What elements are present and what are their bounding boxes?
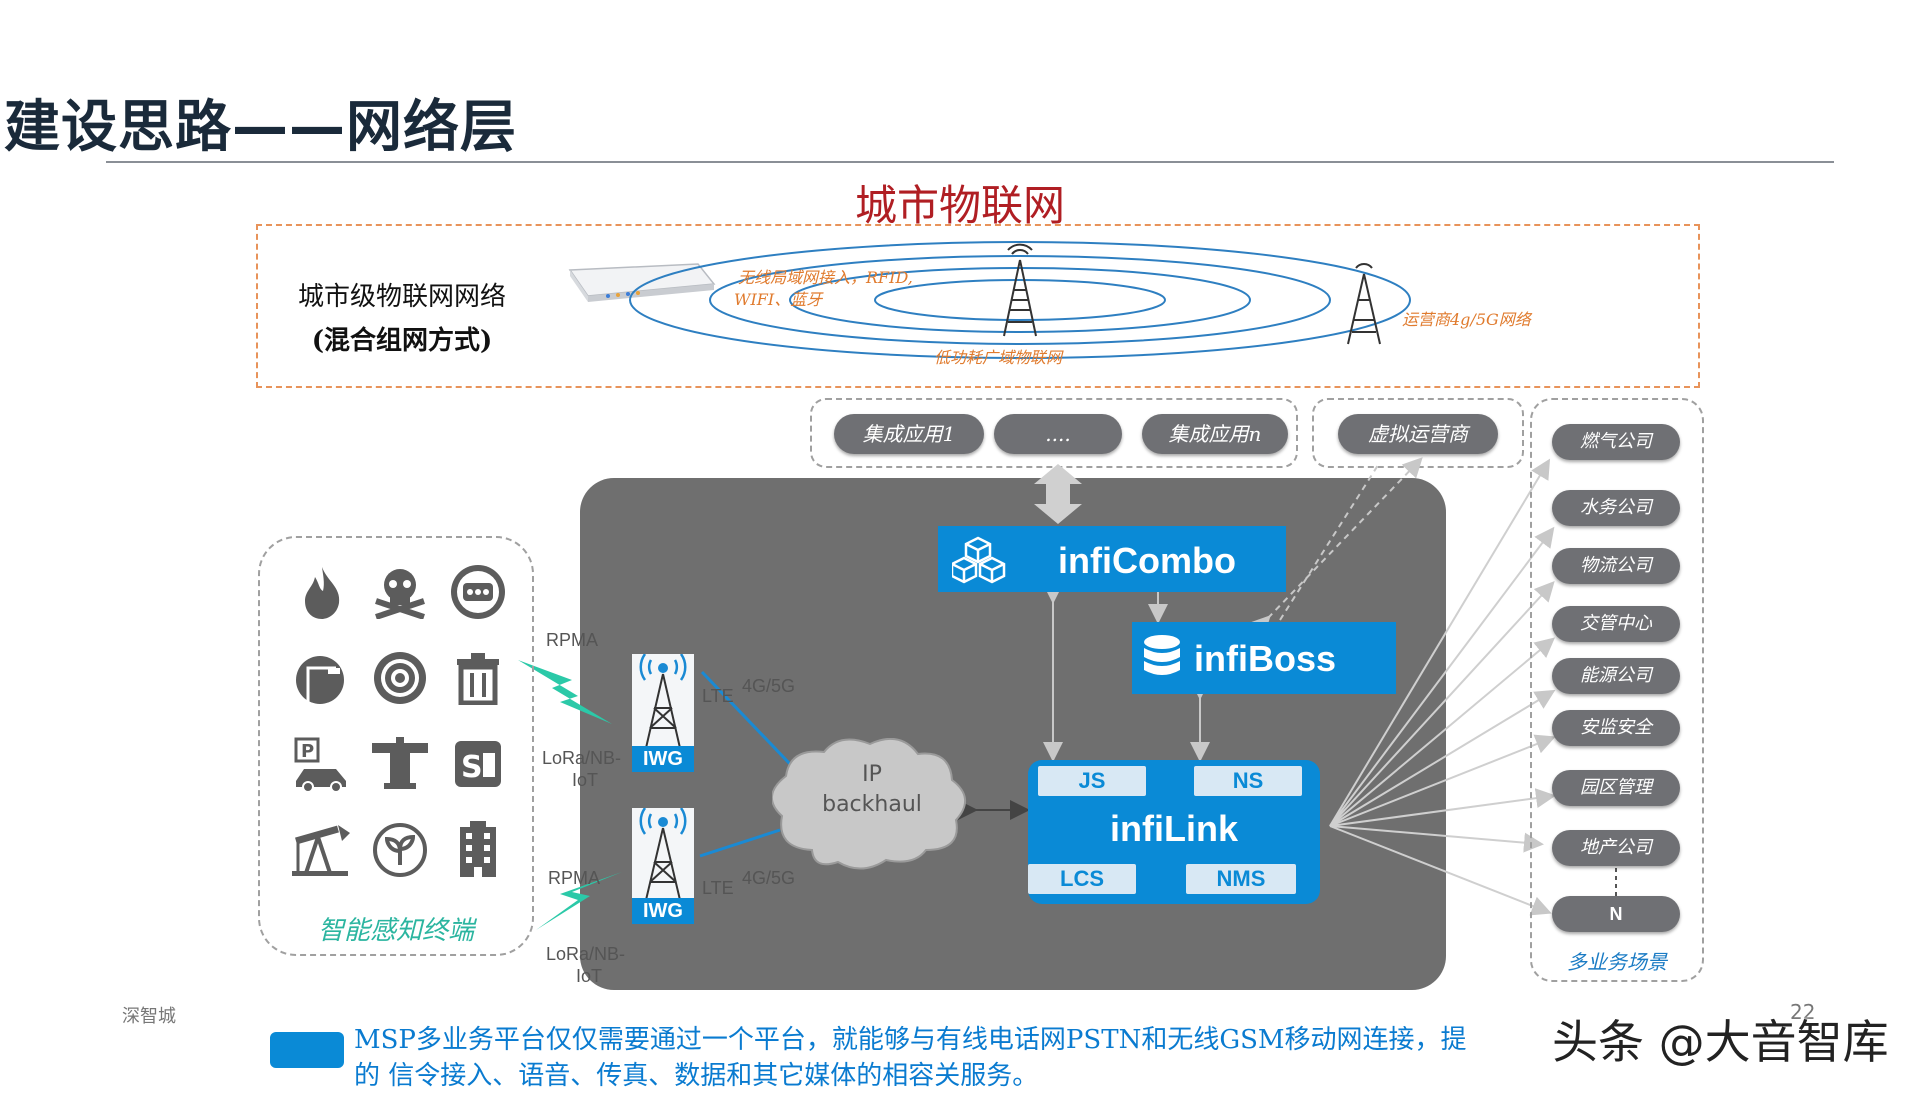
wireless-coverage-diagram [629, 241, 1411, 359]
nms-module[interactable]: NMS [1186, 864, 1296, 894]
iot-section-title: 城市物联网 [854, 181, 1065, 230]
js-module[interactable]: JS [1038, 766, 1146, 796]
footer-text-line1: MSP多业务平台仅仅需要通过一个平台，就能够与有线电话网PSTN和无线GSM移动… [354, 1025, 1467, 1055]
scenario-safety[interactable]: 安监安全 [1552, 710, 1680, 746]
scenario-gas[interactable]: 燃气公司 [1552, 424, 1680, 460]
watermark: 头条 @大音智库 [1552, 1015, 1889, 1069]
database-icon [1144, 635, 1180, 675]
integration-app-ellipsis[interactable]: .... [994, 414, 1122, 454]
scenario-traffic[interactable]: 交管中心 [1552, 606, 1680, 642]
brand-label: 深智城 [122, 1006, 176, 1027]
scenarios-label: 多业务场景 [1567, 950, 1667, 974]
gateway-2-rpma: RPMA [548, 868, 601, 888]
integration-app-1[interactable]: 集成应用1 [834, 414, 984, 454]
infilink-label: infiLink [1110, 808, 1238, 849]
inficombo-box[interactable]: infiCombo [938, 526, 1286, 592]
scenario-park[interactable]: 园区管理 [1552, 770, 1680, 806]
scenario-energy[interactable]: 能源公司 [1552, 658, 1680, 694]
gateway-1-band: 4G/5G [742, 676, 796, 696]
oil-pump-icon [290, 818, 354, 882]
virtual-operator-pill[interactable]: 虚拟运营商 [1338, 414, 1498, 454]
infiboss-box[interactable]: infiBoss [1132, 622, 1396, 694]
street-lamp-icon [290, 646, 354, 710]
parking-icon: P [290, 732, 354, 796]
manhole-icon: S [446, 732, 510, 796]
wlan-label-line2: WIFI、蓝牙 [734, 290, 823, 309]
building-icon [446, 818, 510, 882]
hazard-skull-icon [368, 560, 432, 624]
gateway-1-lte: LTE [702, 686, 734, 706]
trash-bin-icon [446, 646, 510, 710]
gateway-1-rpma: RPMA [546, 630, 599, 650]
terminal-icon-grid: P S [290, 560, 510, 890]
scenario-n[interactable]: N [1552, 896, 1680, 932]
backhaul-line1: IP [862, 762, 882, 787]
gateway-2-band: 4G/5G [742, 868, 796, 888]
svg-text:P: P [301, 741, 314, 762]
gateway-1-tower-icon [632, 654, 694, 754]
meter-icon [446, 560, 510, 624]
gateway-2-lora-line1: LoRa/NB- [546, 944, 626, 964]
wlan-label-line1: 无线局域网接入，RFID, [738, 268, 913, 287]
backhaul-line2: backhaul [822, 792, 922, 817]
lcs-module[interactable]: LCS [1028, 864, 1136, 894]
infiboss-label: infiBoss [1194, 638, 1337, 679]
footer-accent-box [270, 1032, 344, 1068]
gateway-2-label[interactable]: IWG [632, 898, 694, 924]
agriculture-icon [368, 818, 432, 882]
gateway-1-label[interactable]: IWG [632, 746, 694, 772]
inficombo-label: infiCombo [1058, 540, 1236, 581]
integration-app-n[interactable]: 集成应用n [1142, 414, 1288, 454]
iot-network-box [256, 224, 1700, 388]
svg-text:S: S [461, 750, 483, 785]
fire-icon [290, 560, 354, 624]
ns-module[interactable]: NS [1194, 766, 1302, 796]
infilink-box[interactable]: JS NS infiLink LCS NMS [1028, 760, 1320, 904]
hydrant-icon [368, 732, 432, 796]
network-label-line1: 城市级物联网网络 [297, 282, 506, 312]
cubes-icon [952, 536, 1006, 584]
gateway-2-lora-line2: IoT [576, 966, 603, 986]
gateway-1-lora-line2: IoT [572, 770, 599, 790]
ip-backhaul-cloud [772, 738, 966, 870]
operator-network-label: 运营商4g/5G网络 [1402, 310, 1531, 329]
page-number: 22 [1790, 1000, 1816, 1024]
gateway-2-lte: LTE [702, 878, 734, 898]
scenario-water[interactable]: 水务公司 [1552, 490, 1680, 526]
gateway-1-lora-line1: LoRa/NB- [542, 748, 622, 768]
scenario-realestate[interactable]: 地产公司 [1552, 830, 1680, 866]
integration-apps-group [810, 398, 1298, 468]
lpwan-label: 低功耗广域物联网 [934, 348, 1063, 367]
terminals-group [258, 536, 534, 956]
page-title: 建设思路——网络层 [4, 95, 517, 160]
title-divider [106, 161, 1834, 163]
network-label-line2: (混合组网方式) [311, 326, 493, 356]
scenario-logistics[interactable]: 物流公司 [1552, 548, 1680, 584]
gateway-2-tower-icon [632, 808, 694, 908]
smoke-detector-icon [368, 646, 432, 710]
terminals-label: 智能感知终端 [317, 916, 474, 946]
scenarios-group [1530, 398, 1704, 982]
